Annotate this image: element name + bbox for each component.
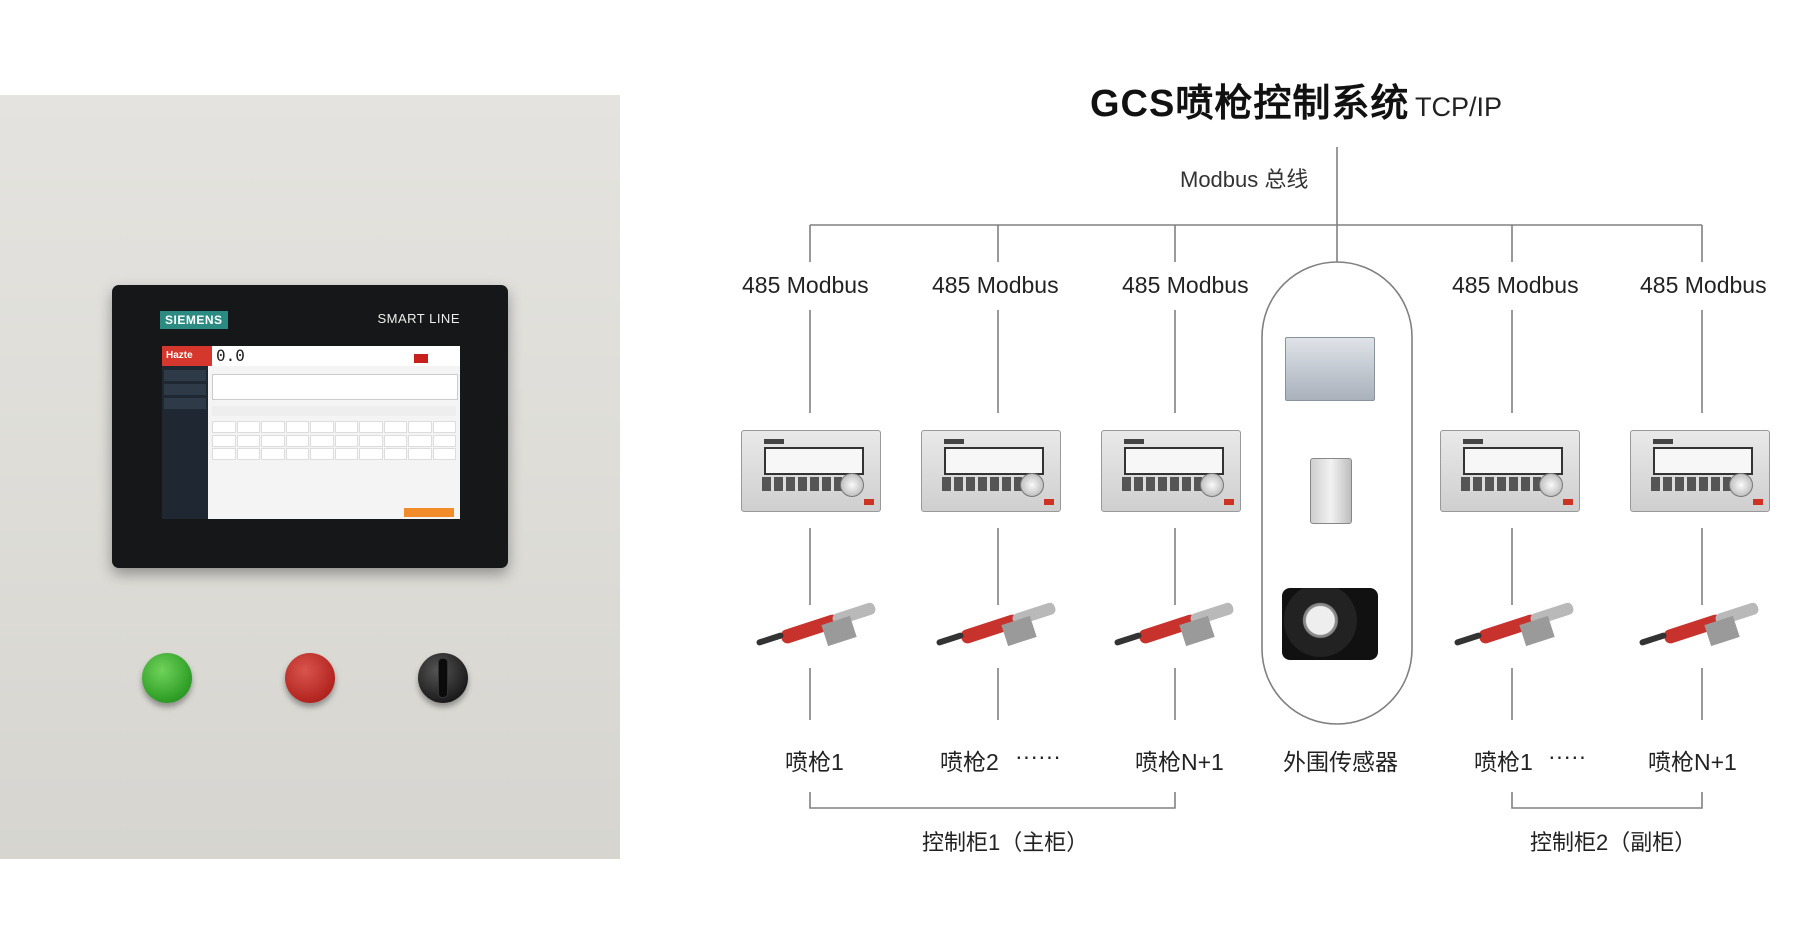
gun-label: 喷枪1 [785,749,844,775]
spray-gun-icon [1639,602,1759,647]
gun-controller-unit [741,430,881,512]
ellipsis-label: ······ [1015,743,1061,769]
hmi-screen: 0.0 Hazte [162,346,460,519]
rotary-encoder-icon [1282,588,1378,660]
hmi-screen-logo: Hazte [162,346,212,366]
plc-module-icon [1285,337,1375,401]
branch-label: 485 Modbus [932,272,1059,298]
start-push-button [142,653,192,703]
gun-controller-unit [1440,430,1580,512]
protocol-label: TCP/IP [1415,92,1503,122]
spray-gun-icon [756,602,876,647]
cabinet-1-bracket [809,792,1176,809]
spray-gun-icon [936,602,1056,647]
hmi-screen-menu-item [164,398,206,409]
gun-label: 喷枪N+1 [1135,749,1224,775]
diagram-title: GCS喷枪控制系统 [1090,83,1410,125]
proximity-sensor-icon [1310,458,1352,524]
hmi-screen-value: 0.0 [216,346,245,365]
hmi-screen-menu-item [164,384,206,395]
branch-label: 485 Modbus [742,272,869,298]
ellipsis-label: ····· [1548,743,1587,769]
flag-icon [414,354,428,363]
hmi-screen-action-button [404,508,454,517]
spray-gun-icon [1454,602,1574,647]
hmi-brand-logo: SIEMENS [160,311,228,329]
hmi-screen-menu-item [164,370,206,381]
spray-gun-icon [1114,602,1234,647]
branch-label: 485 Modbus [1640,272,1767,298]
gun-controller-unit [1630,430,1770,512]
branch-label: 485 Modbus [1122,272,1249,298]
cabinet-2-bracket [1511,792,1703,809]
sensor-group-label: 外围传感器 [1283,749,1398,775]
gun-label: 喷枪N+1 [1648,749,1737,775]
gun-label: 喷枪1 [1474,749,1533,775]
hmi-screen-info-panel [212,374,458,400]
cabinet-2-label: 控制柜2（副柜） [1530,830,1697,855]
hmi-screen-section-bar [212,406,456,416]
control-cabinet-photo: SIEMENS SMART LINE 0.0 Hazte [0,95,620,859]
selector-switch [418,653,468,703]
gun-controller-unit [921,430,1061,512]
gun-controller-unit [1101,430,1241,512]
hmi-screen-header: 0.0 [208,346,460,366]
hmi-model-label: SMART LINE [377,311,460,326]
branch-label: 485 Modbus [1452,272,1579,298]
bus-label: Modbus 总线 [1180,167,1309,192]
stop-push-button [285,653,335,703]
cabinet-1-label: 控制柜1（主柜） [922,830,1089,855]
sensor-capsule [1261,261,1413,725]
hmi-touch-panel: SIEMENS SMART LINE 0.0 Hazte [112,285,508,568]
hmi-screen-gun-grid [212,421,456,461]
gun-label: 喷枪2 [940,749,999,775]
